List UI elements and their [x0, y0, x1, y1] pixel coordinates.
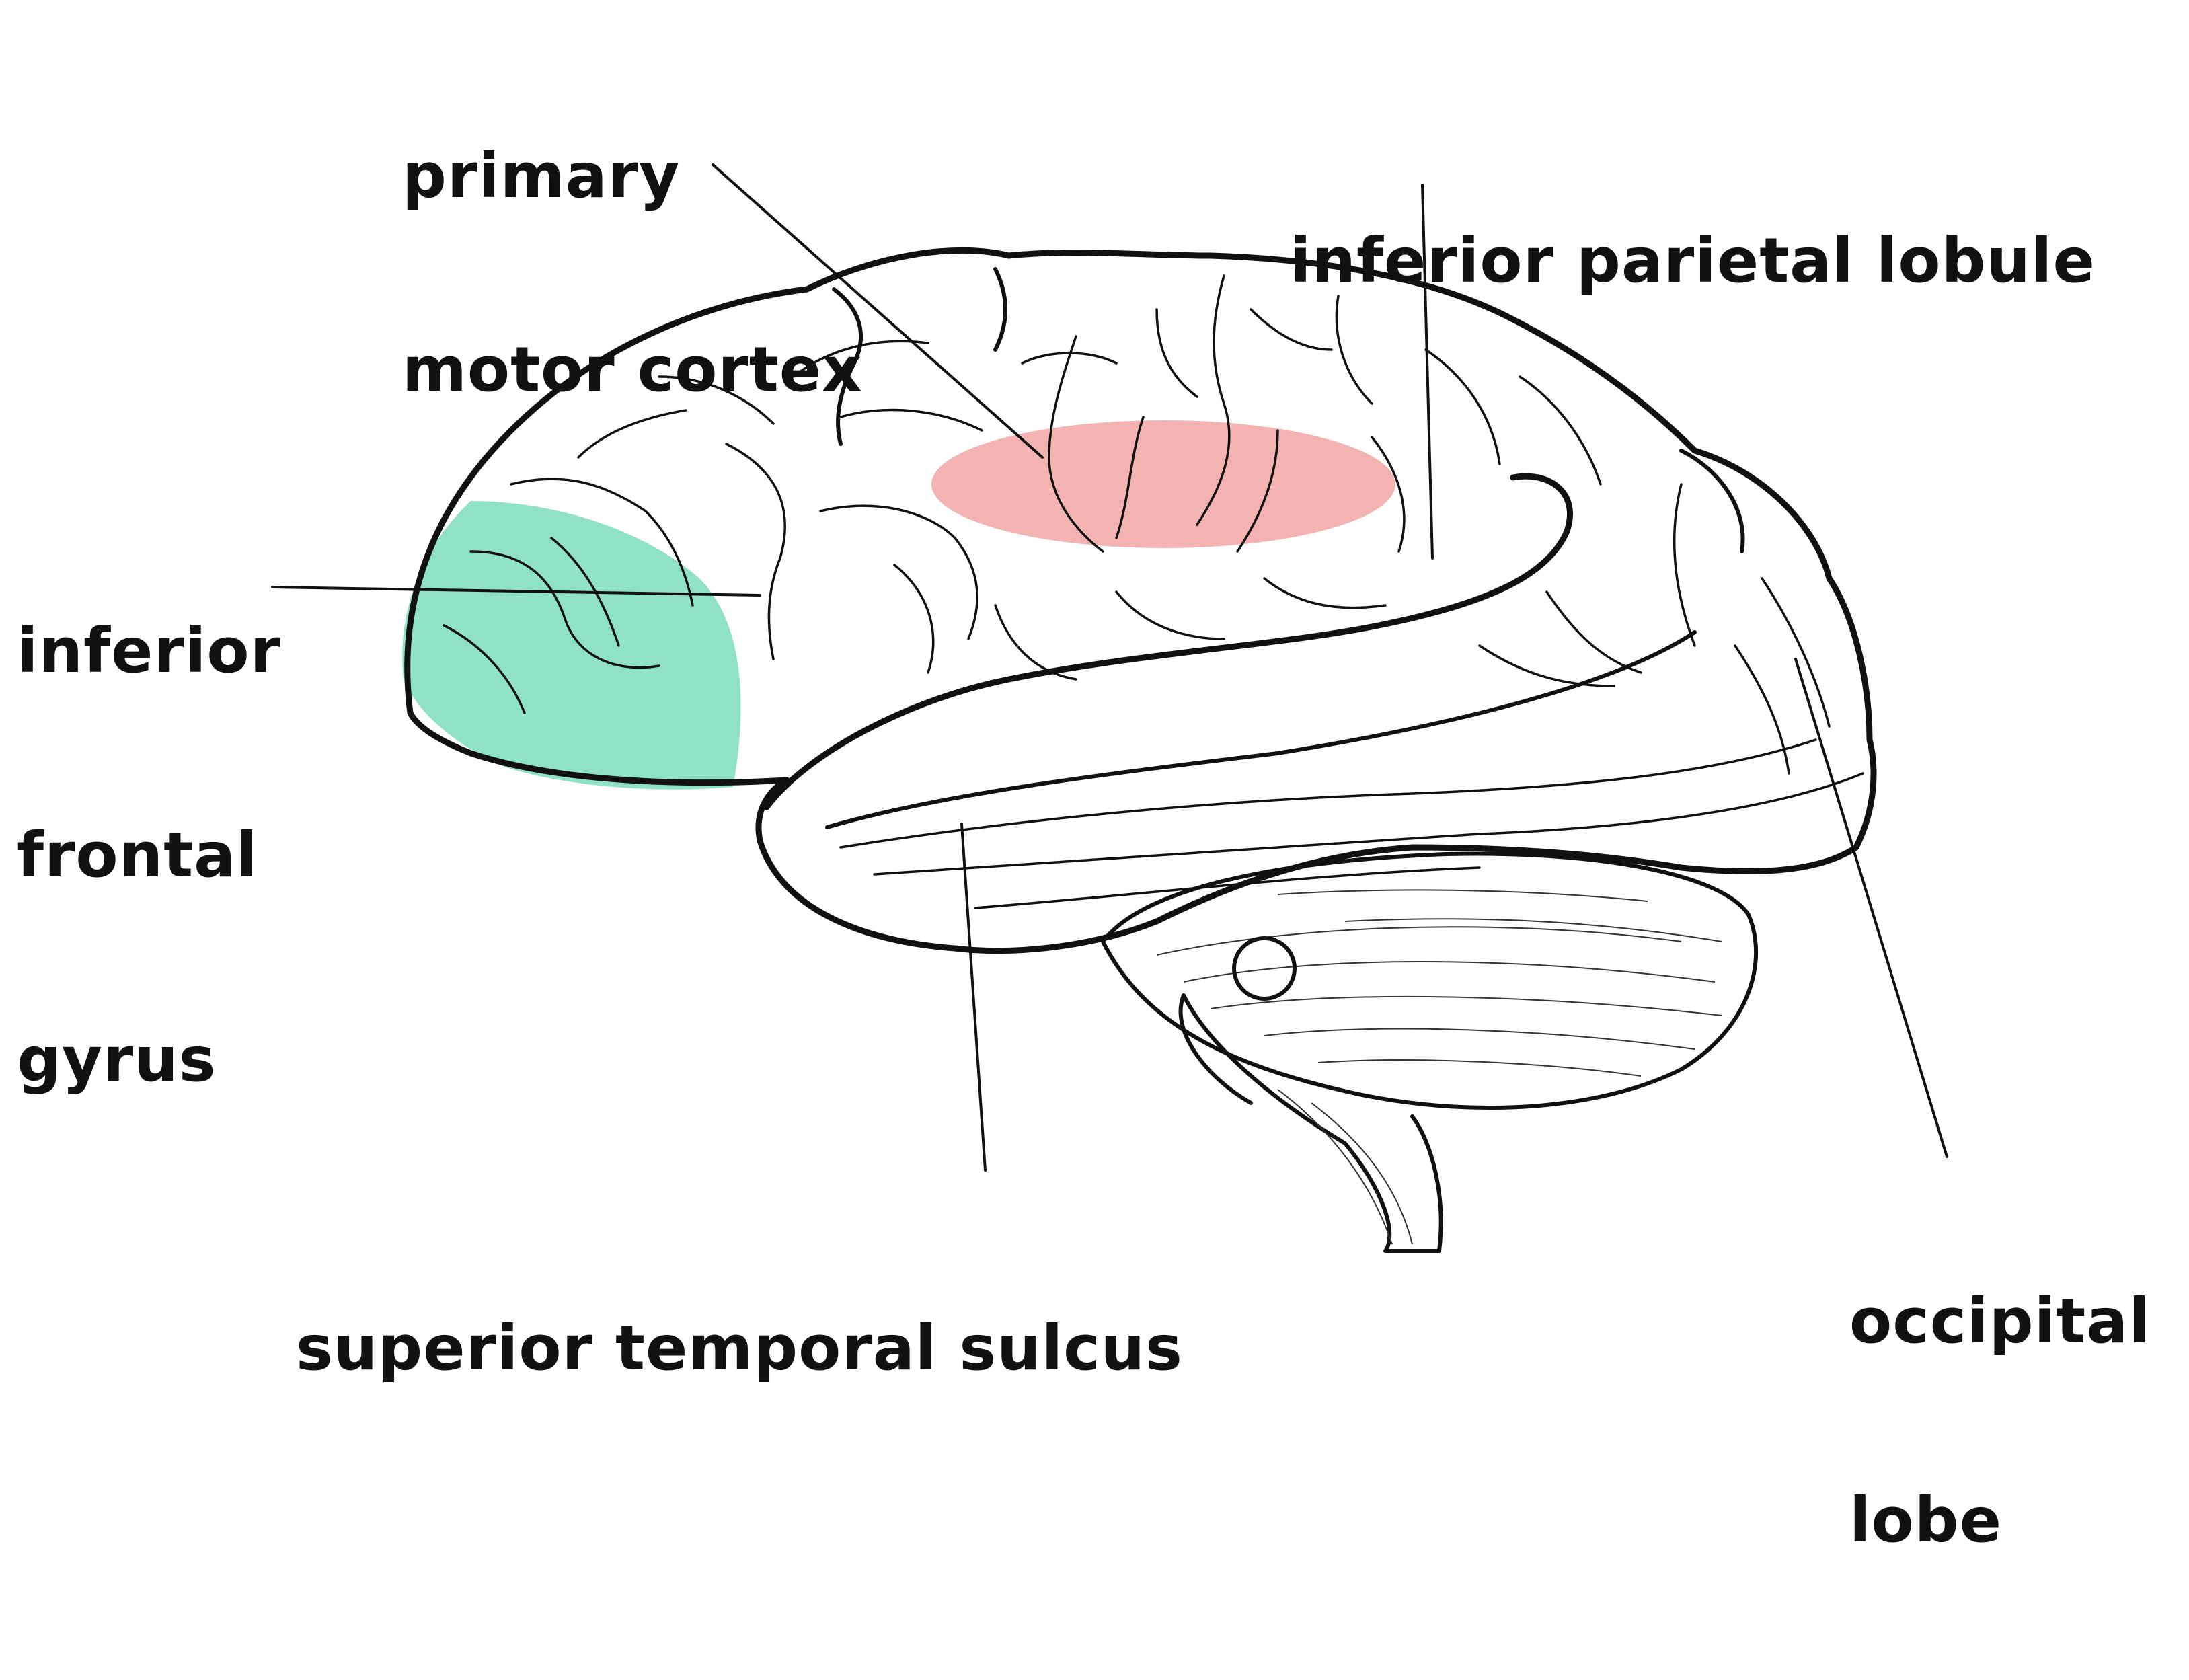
leader-primary-motor-cortex [712, 163, 1044, 459]
leader-lines [271, 163, 1948, 1172]
label-line: inferior parietal lobule [1290, 225, 2096, 297]
label-line: motor cortex [402, 334, 863, 406]
motor-cortex-highlight [931, 420, 1395, 548]
leader-inferior-frontal-gyrus [271, 586, 761, 597]
frontal-gyrus-highlight [402, 501, 741, 790]
cerebellum [1101, 851, 1759, 1110]
leader-occipital-lobe [1794, 658, 1948, 1158]
label-line: gyrus [17, 1024, 217, 1096]
leader-inferior-parietal-lobule [1421, 184, 1434, 560]
label-occipital-lobe: occipital lobe [1849, 1167, 2151, 1675]
label-line: occipital [1849, 1285, 2151, 1357]
leader-superior-temporal-sulcus [960, 823, 987, 1172]
label-inferior-frontal-gyrus: inferior frontal gyrus [17, 496, 281, 1215]
label-line: superior temporal sulcus [296, 1312, 1183, 1384]
label-inferior-parietal-lobule: inferior parietal lobule [1290, 106, 2096, 416]
label-line: primary [402, 140, 681, 212]
brain-diagram: primary motor cortex inferior parietal l… [17, 22, 2150, 1552]
cerebrum [404, 247, 1877, 954]
label-primary-motor-cortex: primary motor cortex [402, 22, 862, 525]
brain-illustration [271, 163, 1948, 1254]
label-line: inferior [17, 615, 281, 687]
label-line: frontal [17, 819, 258, 891]
label-superior-temporal-sulcus: superior temporal sulcus [296, 1194, 1183, 1503]
label-line: lobe [1849, 1484, 2002, 1556]
brainstem [1178, 936, 1443, 1254]
